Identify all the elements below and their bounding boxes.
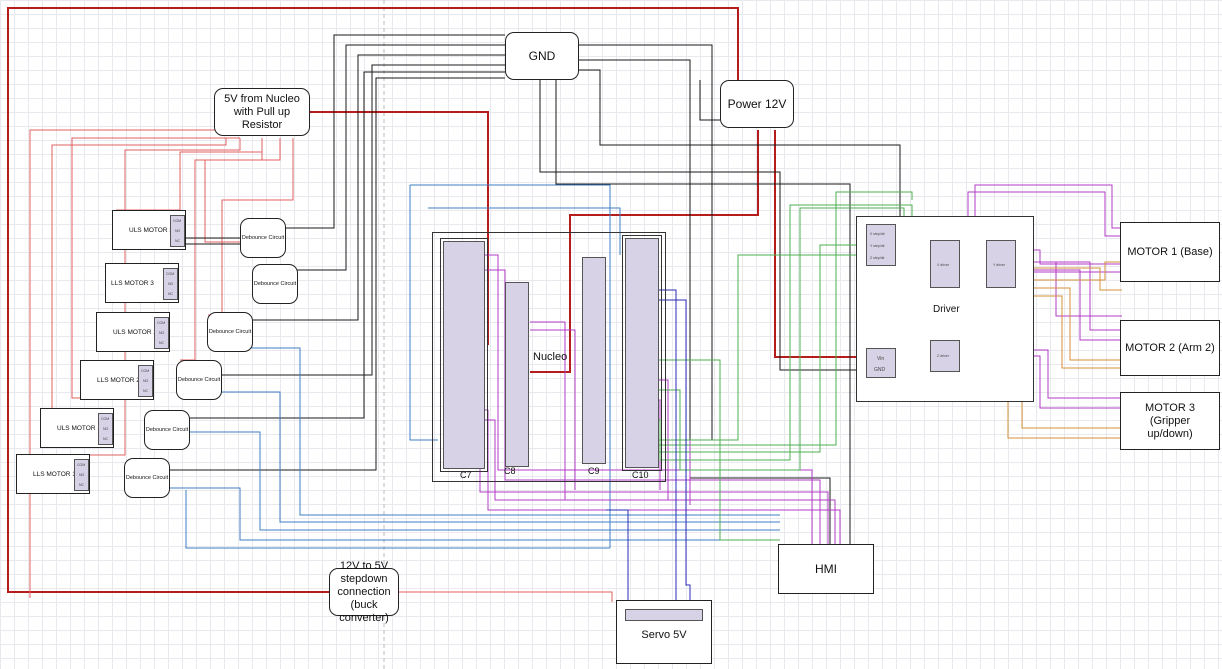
switch-lls-motor-3[interactable]: LLS MOTOR 3 COM NO NC <box>105 263 179 303</box>
gnd-node[interactable]: GND <box>505 32 579 80</box>
pin-com: COM <box>77 463 86 467</box>
pin-nc: NC <box>79 483 85 487</box>
c8-label: C8 <box>504 466 516 476</box>
driver-vin-pin: Vin <box>877 356 885 362</box>
driver-z-label: Z driver <box>937 354 949 358</box>
motor-3-node[interactable]: MOTOR 3 (Gripper up/down) <box>1120 392 1220 450</box>
debounce-3[interactable]: Debounce Circuit <box>207 312 253 352</box>
pin-no: NO <box>143 379 149 383</box>
power-12v-label: Power 12V <box>727 97 787 111</box>
driver-input-x: X step/dir <box>870 232 885 236</box>
switch-lls-motor-1-label: LLS MOTOR 1 <box>33 470 76 478</box>
debounce-3-label: Debounce Circuit <box>208 329 252 335</box>
c9-label: C9 <box>588 466 600 476</box>
pin-nc: NC <box>175 239 181 243</box>
ground-wires <box>168 34 901 560</box>
c10-pin-header <box>625 238 659 468</box>
pin-com: COM <box>101 417 110 421</box>
buck-converter-node[interactable]: 12V to 5V stepdown connection (buck conv… <box>329 560 399 624</box>
switch-uls-motor-3-pins: COM NO NC <box>170 215 185 247</box>
c7-pin-header <box>443 241 485 469</box>
switch-uls-motor-3-label: ULS MOTOR 3 <box>129 226 173 234</box>
pin-no: NO <box>103 427 109 431</box>
buck-label: 12V to 5V stepdown connection (buck conv… <box>337 559 391 624</box>
debounce-5[interactable]: Debounce Circuit <box>144 410 190 450</box>
debounce-4[interactable]: Debounce Circuit <box>176 360 222 400</box>
blue-signal-wires <box>168 184 780 549</box>
pin-no: NO <box>168 282 174 286</box>
gnd-label: GND <box>528 49 556 63</box>
pullup-node[interactable]: 5V from Nucleo with Pull up Resistor <box>214 88 310 136</box>
switch-lls-motor-2-pins: COM NO NC <box>138 365 153 397</box>
switch-lls-motor-1-pins: COM NO NC <box>74 459 89 491</box>
pin-com: COM <box>141 369 150 373</box>
debounce-2-label: Debounce Circuit <box>253 281 297 287</box>
debounce-5-label: Debounce Circuit <box>145 427 189 433</box>
motor-1-node[interactable]: MOTOR 1 (Base) <box>1120 222 1220 282</box>
driver-input-header[interactable]: X step/dir Y step/dir Z step/dir <box>866 224 896 266</box>
switch-lls-motor-3-label: LLS MOTOR 3 <box>111 279 154 287</box>
pin-nc: NC <box>159 341 165 345</box>
driver-power-header[interactable]: Vin GND <box>866 348 896 378</box>
driver-label: Driver <box>933 304 960 315</box>
switch-lls-motor-2[interactable]: LLS MOTOR 2 COM NO NC <box>80 360 154 400</box>
driver-y-channel[interactable]: Y driver <box>986 240 1016 288</box>
motor-1-label: MOTOR 1 (Base) <box>1127 245 1213 258</box>
pin-com: COM <box>173 219 182 223</box>
c10-label: C10 <box>632 470 649 480</box>
pin-nc: NC <box>143 389 149 393</box>
switch-uls-motor-1[interactable]: ULS MOTOR 1 COM NO NC <box>40 408 114 448</box>
debounce-1[interactable]: Debounce Circuit <box>240 218 286 258</box>
c8-pin-header[interactable] <box>505 282 529 467</box>
driver-z-channel[interactable]: Z driver <box>930 340 960 372</box>
switch-lls-motor-1[interactable]: LLS MOTOR 1 COM NO NC <box>16 454 90 494</box>
pin-nc: NC <box>168 292 174 296</box>
c9-pin-header[interactable] <box>582 257 606 464</box>
nucleo-label: Nucleo <box>533 351 568 363</box>
driver-gnd-pin: GND <box>874 367 886 373</box>
switch-lls-motor-2-label: LLS MOTOR 2 <box>97 376 140 384</box>
switch-uls-motor-1-label: ULS MOTOR 1 <box>57 424 101 432</box>
pin-com: COM <box>166 272 175 276</box>
switch-uls-motor-2-label: ULS MOTOR 2 <box>113 328 157 336</box>
pin-no: NO <box>79 473 85 477</box>
debounce-4-label: Debounce Circuit <box>177 377 221 383</box>
pullup-label: 5V from Nucleo with Pull up Resistor <box>224 92 300 131</box>
motor-2-label: MOTOR 2 (Arm 2) <box>1125 341 1215 354</box>
motor-3-label: MOTOR 3 (Gripper up/down) <box>1145 401 1195 440</box>
driver-x-channel[interactable]: X driver <box>930 240 960 288</box>
pin-nc: NC <box>103 437 109 441</box>
debounce-6-label: Debounce Circuit <box>125 475 169 481</box>
debounce-6[interactable]: Debounce Circuit <box>124 458 170 498</box>
debounce-2[interactable]: Debounce Circuit <box>252 264 298 304</box>
connector-c10[interactable] <box>622 235 662 471</box>
pin-no: NO <box>175 229 181 233</box>
nucleo-board[interactable]: Nucleo <box>432 232 666 482</box>
driver-input-y: Y step/dir <box>870 244 885 248</box>
c7-label: C7 <box>460 470 472 480</box>
driver-x-label: X driver <box>937 263 950 267</box>
driver-y-label: Y driver <box>993 263 1005 267</box>
power-12v-wires <box>7 7 866 593</box>
pin-com: COM <box>157 321 166 325</box>
driver-input-z: Z step/dir <box>870 256 885 260</box>
switch-lls-motor-3-pins: COM NO NC <box>163 268 178 300</box>
servo-connector <box>625 609 703 621</box>
switch-uls-motor-2[interactable]: ULS MOTOR 2 COM NO NC <box>96 312 170 352</box>
switch-uls-motor-2-pins: COM NO NC <box>154 317 169 349</box>
motor-2-node[interactable]: MOTOR 2 (Arm 2) <box>1120 320 1220 376</box>
switch-uls-motor-1-pins: COM NO NC <box>98 413 113 445</box>
hmi-label: HMI <box>815 562 837 576</box>
connector-c7[interactable] <box>440 238 488 472</box>
debounce-1-label: Debounce Circuit <box>241 235 285 241</box>
switch-uls-motor-3[interactable]: ULS MOTOR 3 COM NO NC <box>112 210 186 250</box>
servo-node[interactable]: Servo 5V <box>616 600 712 664</box>
power-12v-node[interactable]: Power 12V <box>720 80 794 128</box>
pin-no: NO <box>159 331 165 335</box>
servo-label: Servo 5V <box>641 629 687 641</box>
hmi-node[interactable]: HMI <box>778 544 874 594</box>
